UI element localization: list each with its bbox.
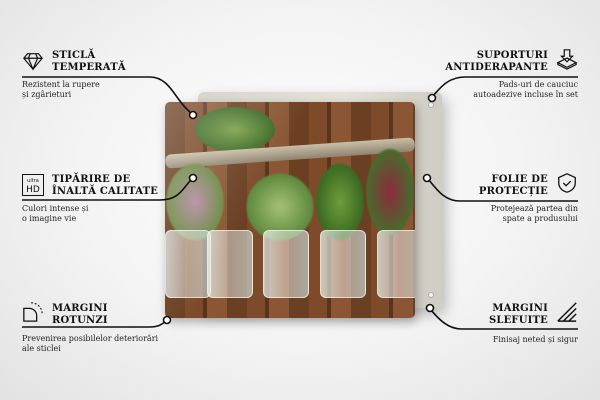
mount-hole [428, 292, 434, 298]
mount-hole [428, 102, 434, 108]
pad-arrow-icon [556, 49, 578, 70]
diamond-icon [23, 53, 43, 71]
hatched-edge-icon [557, 302, 577, 322]
product-glass-image [165, 102, 415, 318]
rounded-corner-icon [23, 302, 43, 322]
shield-check-icon [558, 173, 576, 193]
feature-description: Finisaj neted și sigur [492, 335, 578, 344]
